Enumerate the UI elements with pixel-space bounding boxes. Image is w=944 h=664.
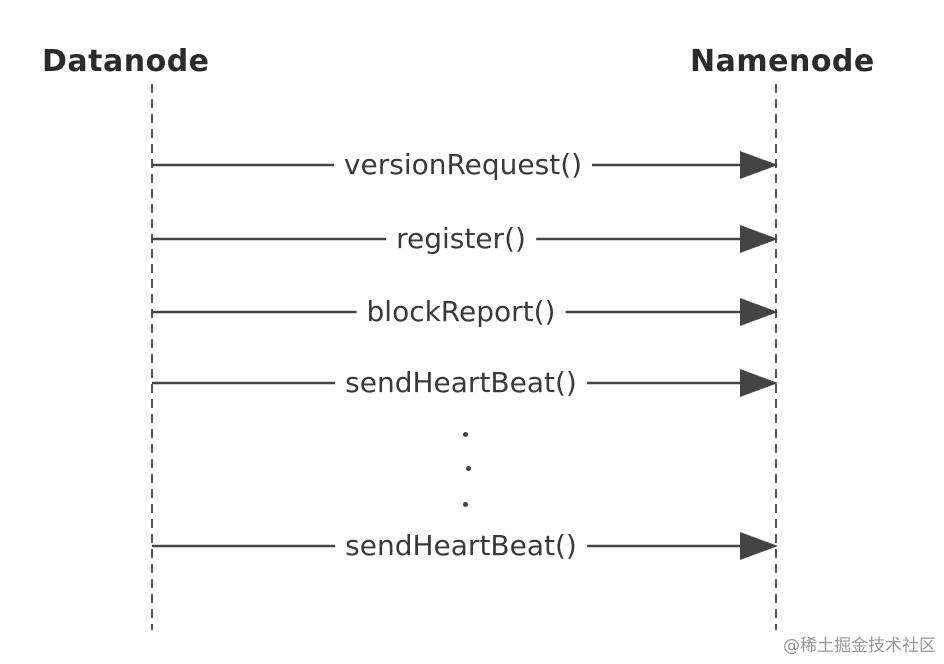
datanode-actor-label: Datanode [42,44,210,79]
namenode-actor-label: Namenode [690,44,875,79]
message-label-register: register() [386,222,536,256]
message-label-send-heartbeat-1: sendHeartBeat() [335,366,587,400]
watermark-text: @稀土掘金技术社区 [783,636,936,656]
ellipsis-dot-2 [466,466,471,471]
message-label-block-report: blockReport() [356,295,566,329]
message-label-version-request: versionRequest() [333,148,593,182]
ellipsis-dot-3 [463,502,468,507]
message-label-send-heartbeat-2: sendHeartBeat() [335,529,587,563]
ellipsis-dot-1 [463,432,468,437]
